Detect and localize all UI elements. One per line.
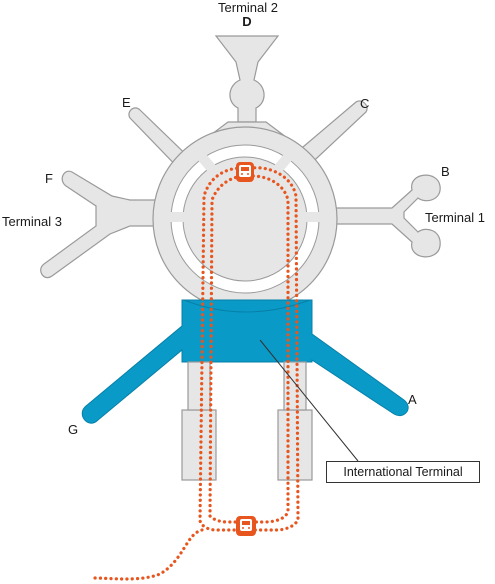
terminal-1-label: Terminal 1 bbox=[425, 210, 485, 225]
international-terminal[interactable] bbox=[81, 299, 409, 424]
train-station-icon bbox=[239, 165, 251, 177]
boarding-area-g-label: G bbox=[68, 422, 78, 437]
boarding-area-a-label: A bbox=[408, 392, 417, 407]
boarding-area-d-label: D bbox=[242, 14, 251, 29]
boarding-area-b-label: B bbox=[441, 164, 450, 179]
terminal-3-label: Terminal 3 bbox=[2, 214, 62, 229]
terminal-2-label: Terminal 2 bbox=[218, 0, 278, 15]
boarding-area-f-label: F bbox=[45, 171, 53, 186]
airtrain-station-top[interactable] bbox=[236, 162, 254, 182]
airtrain-station-bottom[interactable] bbox=[236, 516, 256, 536]
callout-leader-line bbox=[259, 339, 359, 462]
boarding-area-e-label: E bbox=[122, 95, 131, 110]
international-terminal-callout: International Terminal bbox=[326, 461, 480, 483]
central-ring bbox=[152, 126, 338, 312]
train-station-icon bbox=[240, 519, 252, 531]
boarding-area-c-label: C bbox=[360, 96, 369, 111]
